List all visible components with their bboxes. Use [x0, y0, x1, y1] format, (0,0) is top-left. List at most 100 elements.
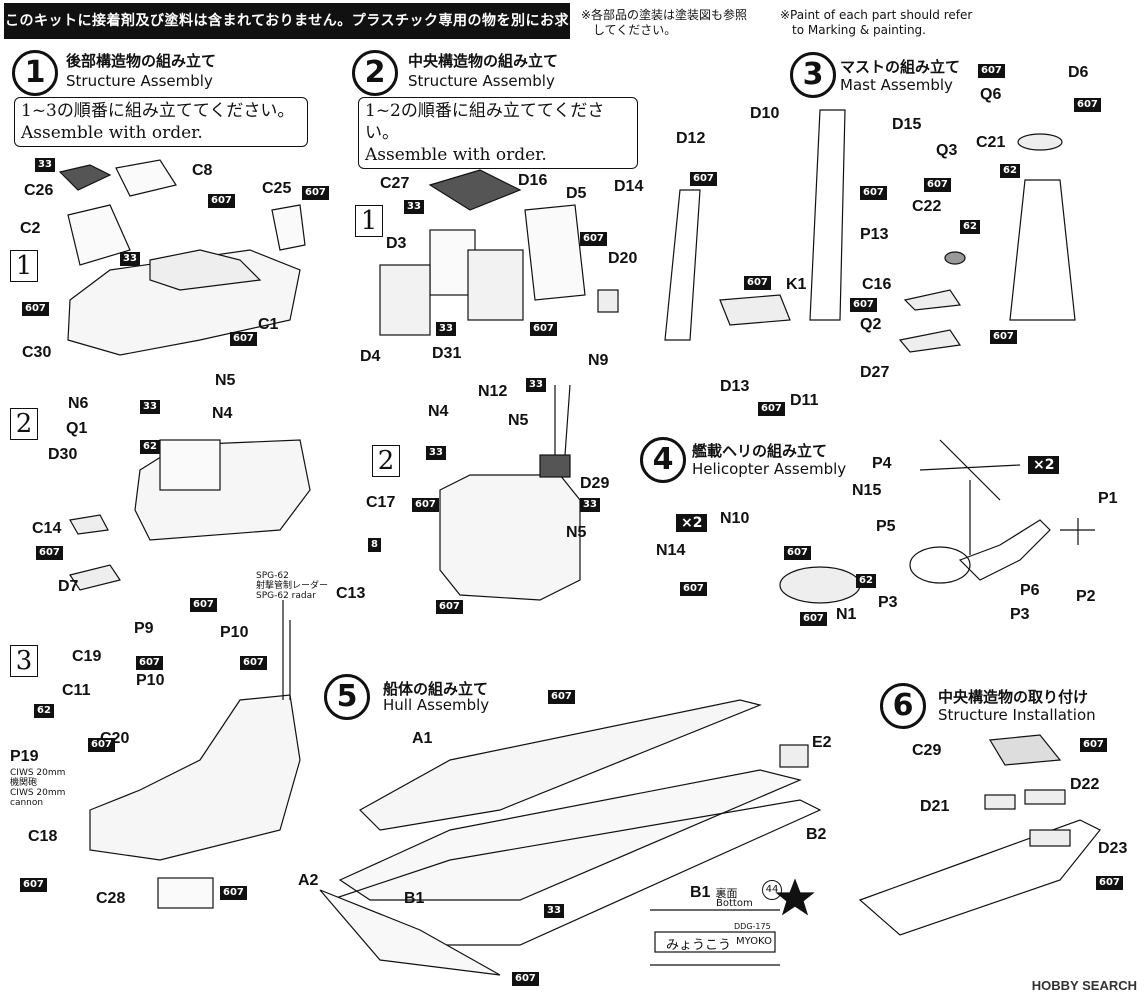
step-2-order-note: 1~2の順番に組み立ててください。 Assemble with order. — [358, 97, 638, 169]
step-2-number: 2 — [352, 50, 398, 96]
paint-code-badge: 62 — [960, 220, 980, 234]
part-label: N12 — [478, 383, 508, 400]
part-label: A2 — [298, 872, 319, 889]
b1-bottom-label: B1 裏面 Bottom — [690, 882, 753, 909]
k1-base — [719, 294, 791, 326]
part-label: D4 — [360, 348, 381, 365]
b1-bottom-part: B1 — [690, 884, 711, 901]
paint-code-badge: 607 — [22, 302, 49, 316]
paint-code-badge: 607 — [240, 656, 267, 670]
ciws-note-line3: CIWS 20mm — [10, 788, 66, 798]
part-label: C1 — [258, 316, 279, 333]
step-6-number: 6 — [880, 683, 926, 729]
paint-code-badge: 607 — [800, 612, 827, 626]
b1-bottom-en: Bottom — [716, 898, 753, 909]
spg-62-note: SPG-62 射撃管制レーダー SPG-62 radar — [256, 571, 328, 601]
decal-ship-name-jp: みょうこう — [666, 938, 732, 953]
paint-code-badge: 607 — [1074, 98, 1101, 112]
part-label: P3 — [1010, 606, 1030, 623]
part-label: C11 — [62, 682, 91, 699]
ciws-note-line4: cannon — [10, 798, 44, 808]
step-4-number: 4 — [640, 437, 686, 483]
paint-code-badge: 33 — [120, 252, 140, 266]
paint-code-badge: 62 — [856, 574, 876, 588]
paint-code-badge: 607 — [784, 546, 811, 560]
part-label: C13 — [336, 585, 366, 602]
part-label: D27 — [860, 364, 890, 381]
paint-code-badge: 607 — [190, 598, 217, 612]
part-label: N14 — [656, 542, 686, 559]
part-label: E2 — [812, 734, 832, 751]
step-3-title-en: Mast Assembly — [840, 76, 953, 94]
part-label: P5 — [876, 518, 896, 535]
spg-62-note-line1: SPG-62 — [256, 571, 289, 581]
paint-code-badge: 607 — [530, 322, 557, 336]
part-label: D3 — [386, 235, 407, 252]
paint-code-badge: 62 — [1000, 164, 1020, 178]
paint-code-badge: 33 — [140, 400, 160, 414]
paint-code-badge: 607 — [680, 582, 707, 596]
quantity-badge: ×2 — [1028, 456, 1060, 474]
step-6-title-jp: 中央構造物の取り付け — [938, 688, 1089, 706]
part-label: D11 — [790, 392, 819, 409]
part-label: D30 — [48, 446, 78, 463]
step-1-title-jp: 後部構造物の組み立て — [66, 52, 217, 70]
paint-code-badge: 33 — [544, 904, 564, 918]
part-label: P19 — [10, 748, 39, 765]
step6-hull — [858, 819, 1101, 936]
d27-base — [898, 329, 962, 353]
step-1-number: 1 — [12, 50, 58, 96]
paint-code-badge: 607 — [990, 330, 1017, 344]
part-label: C25 — [262, 180, 292, 197]
part-label: C26 — [24, 182, 54, 199]
p5-canopy — [909, 546, 971, 584]
part-label: P4 — [872, 455, 892, 472]
part-label: D20 — [608, 250, 638, 267]
paint-code-badge: 607 — [230, 332, 257, 346]
d31-block — [467, 249, 524, 321]
paint-code-badge: 607 — [758, 402, 785, 416]
part-label: N6 — [68, 395, 89, 412]
decal-hull-code: DDG-175 — [734, 922, 771, 931]
part-label: P2 — [1076, 588, 1096, 605]
paint-code-badge: 607 — [436, 600, 463, 614]
paint-code-badge: 607 — [208, 194, 235, 208]
part-label: C17 — [366, 494, 396, 511]
paint-code-badge: 33 — [426, 446, 446, 460]
e2-part — [779, 744, 809, 768]
spg-62-note-line2: 射撃管制レーダー — [256, 581, 329, 591]
part-label: N10 — [720, 510, 750, 527]
substep-2-2: 2 — [372, 445, 400, 477]
d15-mast — [809, 109, 846, 321]
part-label: N1 — [836, 606, 857, 623]
paint-note-en-line1: ※Paint of each part should refer — [780, 8, 973, 22]
part-label: C18 — [28, 828, 58, 845]
part-label: P9 — [134, 620, 154, 637]
paint-note-jp-line2: してください。 — [593, 23, 677, 37]
part-label: P10 — [220, 624, 249, 641]
center-structure — [439, 474, 581, 601]
paint-code-badge: 33 — [526, 378, 546, 392]
step-1-order-jp: 1~3の順番に組み立ててください。 — [21, 101, 295, 121]
part-label: K1 — [786, 276, 807, 293]
part-label: P10 — [136, 672, 165, 689]
paint-code-badge: 607 — [580, 232, 607, 246]
decal-ship-name-en: MYOKO — [736, 936, 772, 947]
part-label: P6 — [1020, 582, 1040, 599]
paint-code-badge: 33 — [580, 498, 600, 512]
paint-note-en-line2: to Marking & painting. — [792, 23, 926, 37]
paint-code-badge: 62 — [140, 440, 160, 454]
c16-base — [903, 289, 962, 311]
part-label: D15 — [892, 116, 922, 133]
paint-code-badge: 607 — [860, 186, 887, 200]
part-label: C8 — [192, 162, 213, 179]
part-label: C21 — [976, 134, 1006, 151]
d7-part — [69, 564, 121, 591]
spg-62-note-line3: SPG-62 radar — [256, 591, 316, 601]
paint-code-badge: 607 — [88, 738, 115, 752]
a1-deck — [359, 699, 762, 831]
step-5-number: 5 — [324, 674, 370, 720]
paint-code-badge: 33 — [35, 158, 55, 172]
c8-part — [115, 159, 177, 197]
